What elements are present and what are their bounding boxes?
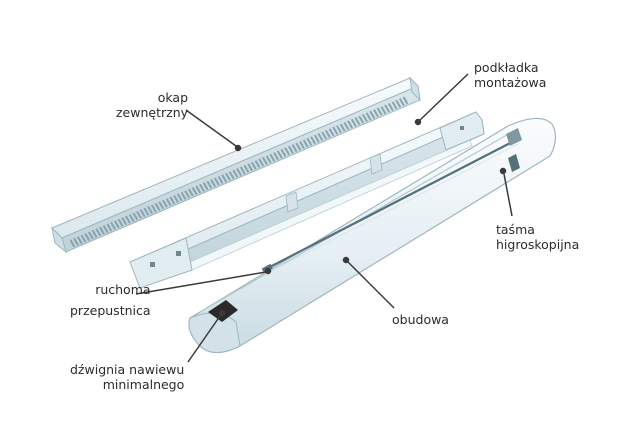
leader-obudowa-dot bbox=[342, 256, 350, 264]
hood-end-cap-right bbox=[409, 76, 421, 102]
label-okap-zewnetrzny: okap zewnętrzny bbox=[116, 90, 188, 120]
label-podkladka-montazowa: podkładka montażowa bbox=[474, 60, 546, 90]
hygroscopic-tape-highlight bbox=[265, 143, 519, 275]
leader-obudowa bbox=[347, 261, 395, 309]
label-podkladka-line1: podkładka bbox=[474, 60, 539, 75]
label-dzwignia-nawiewu: dźwignia nawiewu minimalnego bbox=[70, 362, 184, 392]
leader-tasma-dot bbox=[499, 167, 507, 175]
leader-okap-dot bbox=[234, 144, 242, 152]
hygroscopic-tape bbox=[263, 139, 517, 271]
label-tasma-line2: higroskopijna bbox=[496, 237, 580, 252]
label-ruchoma-przepustnica: ruchoma przepustnica bbox=[70, 282, 151, 318]
label-obudowa: obudowa bbox=[392, 312, 449, 327]
plate-rib bbox=[285, 191, 299, 213]
external-hood-part bbox=[51, 76, 421, 254]
leader-tasma bbox=[503, 173, 513, 217]
label-obudowa-line1: obudowa bbox=[392, 312, 449, 327]
plate-screw-hole bbox=[150, 262, 155, 267]
label-tasma-line1: taśma bbox=[496, 222, 535, 237]
tape-holder bbox=[508, 154, 520, 172]
tape-end-clip bbox=[506, 128, 522, 146]
plate-screw-hole bbox=[176, 251, 181, 256]
leader-ruchoma-dot bbox=[264, 267, 272, 275]
plate-end-block-left bbox=[129, 237, 193, 289]
label-dzwignia-line1: dźwignia nawiewu bbox=[70, 362, 185, 377]
leader-lines bbox=[135, 73, 513, 363]
leader-ruchoma bbox=[135, 271, 267, 295]
leader-podkladka bbox=[419, 73, 469, 121]
plate-screw-hole bbox=[460, 126, 464, 130]
hood-end-cap-left bbox=[51, 226, 67, 254]
label-dzwignia-line2: minimalnego bbox=[102, 377, 185, 392]
hood-grille bbox=[70, 96, 408, 248]
plate-rib bbox=[369, 153, 383, 175]
label-ruchoma-line1: ruchoma bbox=[95, 282, 151, 297]
leader-podkladka-dot bbox=[414, 118, 422, 126]
plate-end-block-right bbox=[439, 111, 485, 151]
housing-part bbox=[188, 117, 557, 354]
label-podkladka-line2: montażowa bbox=[474, 75, 547, 90]
leader-okap bbox=[185, 109, 237, 147]
label-ruchoma-line2: przepustnica bbox=[70, 303, 151, 318]
leader-dzwignia bbox=[187, 315, 221, 363]
label-okap-line2: zewnętrzny bbox=[116, 105, 189, 120]
label-okap-line1: okap bbox=[157, 90, 189, 105]
mounting-plate-part bbox=[129, 111, 485, 289]
housing-front-end bbox=[188, 312, 241, 353]
label-tasma-higroskopijna: taśma higroskopijna bbox=[496, 222, 579, 252]
leader-dzwignia-dot bbox=[218, 309, 226, 317]
